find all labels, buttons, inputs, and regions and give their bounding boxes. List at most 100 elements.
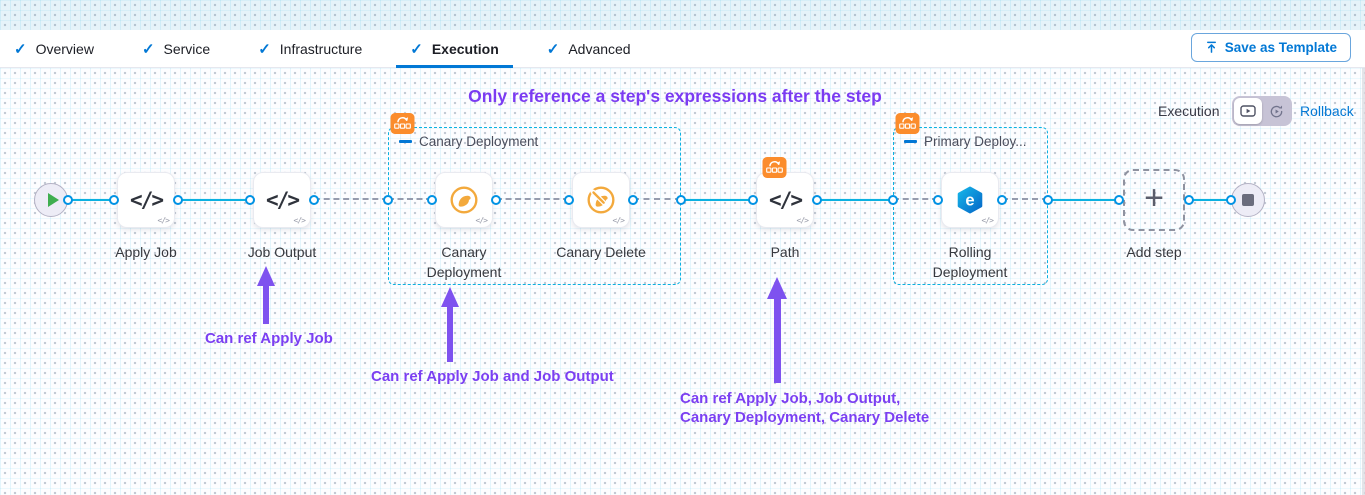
code-icon: </> (130, 188, 164, 212)
check-icon: ✓ (546, 40, 560, 58)
connector-point[interactable] (933, 195, 943, 205)
pipeline-end-node[interactable] (1231, 183, 1265, 217)
canary-delete-icon (587, 186, 615, 214)
group-header-canary[interactable]: Canary Deployment (399, 134, 538, 149)
step-group-canary-deployment[interactable]: Canary Deployment (388, 127, 681, 285)
connector-point[interactable] (676, 195, 686, 205)
connector-point[interactable] (1226, 195, 1236, 205)
connector-line (633, 198, 681, 200)
canary-icon (450, 186, 478, 214)
step-group-primary-deploy[interactable]: Primary Deploy... (893, 127, 1048, 285)
pipeline-canvas[interactable]: Only reference a step's expressions afte… (0, 68, 1365, 495)
svg-text:e: e (965, 191, 974, 210)
annotation-arrow-path (767, 277, 787, 383)
step-label-rolling-deployment: Rolling Deployment (932, 244, 1008, 280)
plus-icon: + (1144, 179, 1164, 217)
connector-point[interactable] (63, 195, 73, 205)
connector-point[interactable] (383, 195, 393, 205)
upload-icon (1206, 41, 1216, 53)
rolling-deployment-icon: e (957, 186, 983, 214)
rollback-steps-badge-icon (762, 157, 787, 183)
tab-label: Infrastructure (279, 40, 363, 57)
connector-line (1002, 198, 1048, 200)
scrollbar-track[interactable] (1362, 68, 1365, 495)
annotation-arrow-job-output (257, 266, 275, 324)
step-canary-deployment[interactable]: </> (435, 172, 493, 228)
step-label-apply-job: Apply Job (115, 244, 177, 260)
stop-icon (1242, 194, 1254, 206)
annotation-note-2: Can ref Apply Job and Job Output (371, 368, 614, 385)
code-icon: </> (266, 188, 300, 212)
group-label: Primary Deploy... (924, 134, 1027, 149)
connector-line (68, 199, 114, 201)
step-path[interactable]: </> </> (756, 172, 814, 228)
connector-point[interactable] (1043, 195, 1053, 205)
rollback-steps-badge-icon (895, 113, 920, 139)
connector-point[interactable] (1114, 195, 1124, 205)
tab-label: Advanced (568, 40, 631, 57)
annotation-note-3: Can ref Apply Job, Job Output, Canary De… (680, 389, 929, 427)
connector-point[interactable] (173, 195, 183, 205)
rollback-toggle-button[interactable] (1262, 98, 1290, 124)
code-mini-icon: </> (796, 216, 809, 225)
execution-rollback-toggle[interactable] (1232, 96, 1292, 126)
step-apply-job[interactable]: </> </> (117, 172, 175, 228)
play-icon (47, 193, 59, 207)
check-icon: ✓ (410, 40, 423, 58)
connector-point[interactable] (109, 195, 119, 205)
code-mini-icon: </> (981, 216, 994, 225)
connector-point[interactable] (997, 195, 1007, 205)
connector-point[interactable] (628, 195, 638, 205)
connector-line (496, 198, 569, 200)
add-step-label: Add step (1126, 244, 1182, 260)
connector-line (681, 199, 753, 201)
annotation-note-1: Can ref Apply Job (205, 330, 333, 347)
group-header-primary[interactable]: Primary Deploy... (904, 134, 1027, 149)
step-label-job-output: Job Output (247, 244, 317, 260)
tab-infrastructure[interactable]: ✓ Infrastructure (258, 30, 362, 68)
step-job-output[interactable]: </> </> (253, 172, 311, 228)
connector-point[interactable] (748, 195, 758, 205)
execution-play-icon (1240, 105, 1256, 117)
connector-line (893, 198, 938, 200)
connector-point[interactable] (888, 195, 898, 205)
step-label-path: Path (770, 244, 800, 260)
annotation-arrow-canary-deployment (441, 287, 459, 362)
code-icon: </> (769, 188, 803, 212)
connector-line (178, 199, 250, 201)
connector-point[interactable] (427, 195, 437, 205)
code-mini-icon: </> (612, 216, 625, 225)
annotation-title: Only reference a step's expressions afte… (468, 86, 882, 106)
tab-label: Execution (431, 40, 499, 57)
connector-line (314, 198, 388, 200)
code-mini-icon: </> (157, 216, 170, 225)
execution-mode-label: Execution (1158, 103, 1220, 119)
connector-line (1048, 199, 1119, 201)
connector-point[interactable] (491, 195, 501, 205)
step-rolling-deployment[interactable]: e </> (941, 172, 999, 228)
tab-service[interactable]: ✓ Service (142, 30, 210, 68)
step-canary-delete[interactable]: </> (572, 172, 630, 228)
save-as-template-label: Save as Template (1224, 40, 1337, 55)
connector-point[interactable] (564, 195, 574, 205)
collapse-minus-icon[interactable] (904, 140, 917, 143)
tab-overview[interactable]: ✓ Overview (14, 30, 94, 68)
tab-advanced[interactable]: ✓ Advanced (547, 30, 631, 68)
tab-label: Overview (35, 40, 94, 57)
execution-toggle-button[interactable] (1234, 98, 1262, 124)
save-as-template-button[interactable]: Save as Template (1190, 33, 1351, 62)
connector-point[interactable] (812, 195, 822, 205)
rollback-link[interactable]: Rollback (1300, 103, 1354, 119)
connector-point[interactable] (1184, 195, 1194, 205)
tab-label: Service (163, 40, 211, 57)
rollback-circle-icon (1270, 105, 1282, 117)
collapse-minus-icon[interactable] (399, 140, 412, 143)
connector-point[interactable] (245, 195, 255, 205)
connector-line (817, 199, 893, 201)
annotation-note-3-line2: Canary Deployment, Canary Delete (680, 409, 930, 426)
tab-execution[interactable]: ✓ Execution (396, 30, 514, 68)
connector-point[interactable] (309, 195, 319, 205)
check-icon: ✓ (258, 40, 271, 58)
add-step-button[interactable]: + (1123, 169, 1185, 231)
